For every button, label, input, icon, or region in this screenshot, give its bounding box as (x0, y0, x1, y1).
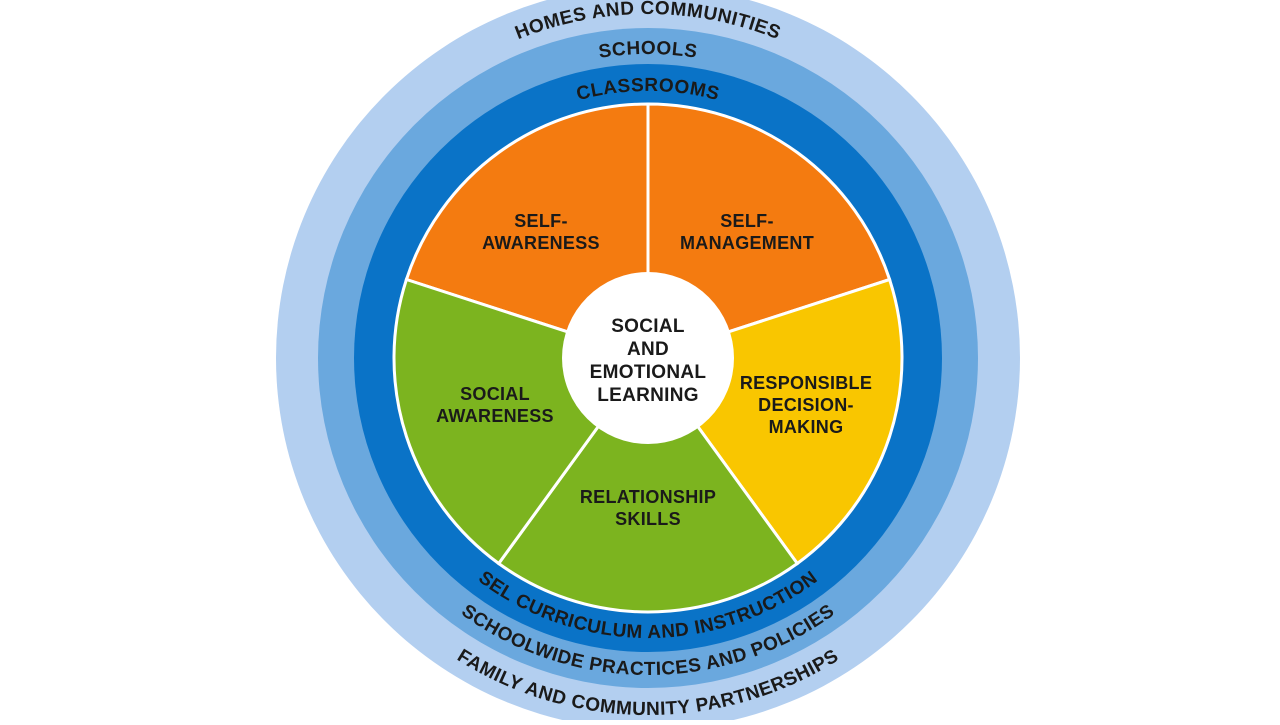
competency-segments (392, 102, 904, 614)
segment-relationship-skills (496, 355, 800, 614)
segment-self-management (646, 102, 892, 361)
center-circle (562, 272, 734, 444)
competency-labels: SELF-AWARENESS SELF-MANAGEMENT RESPONSIBLE… (436, 211, 872, 529)
segment-label-self-management: SELF-MANAGEMENT (680, 211, 814, 253)
segment-label-self-awareness: SELF-AWARENESS (482, 211, 600, 253)
label-schools: SCHOOLS (597, 38, 698, 63)
segment-self-awareness (404, 102, 650, 361)
